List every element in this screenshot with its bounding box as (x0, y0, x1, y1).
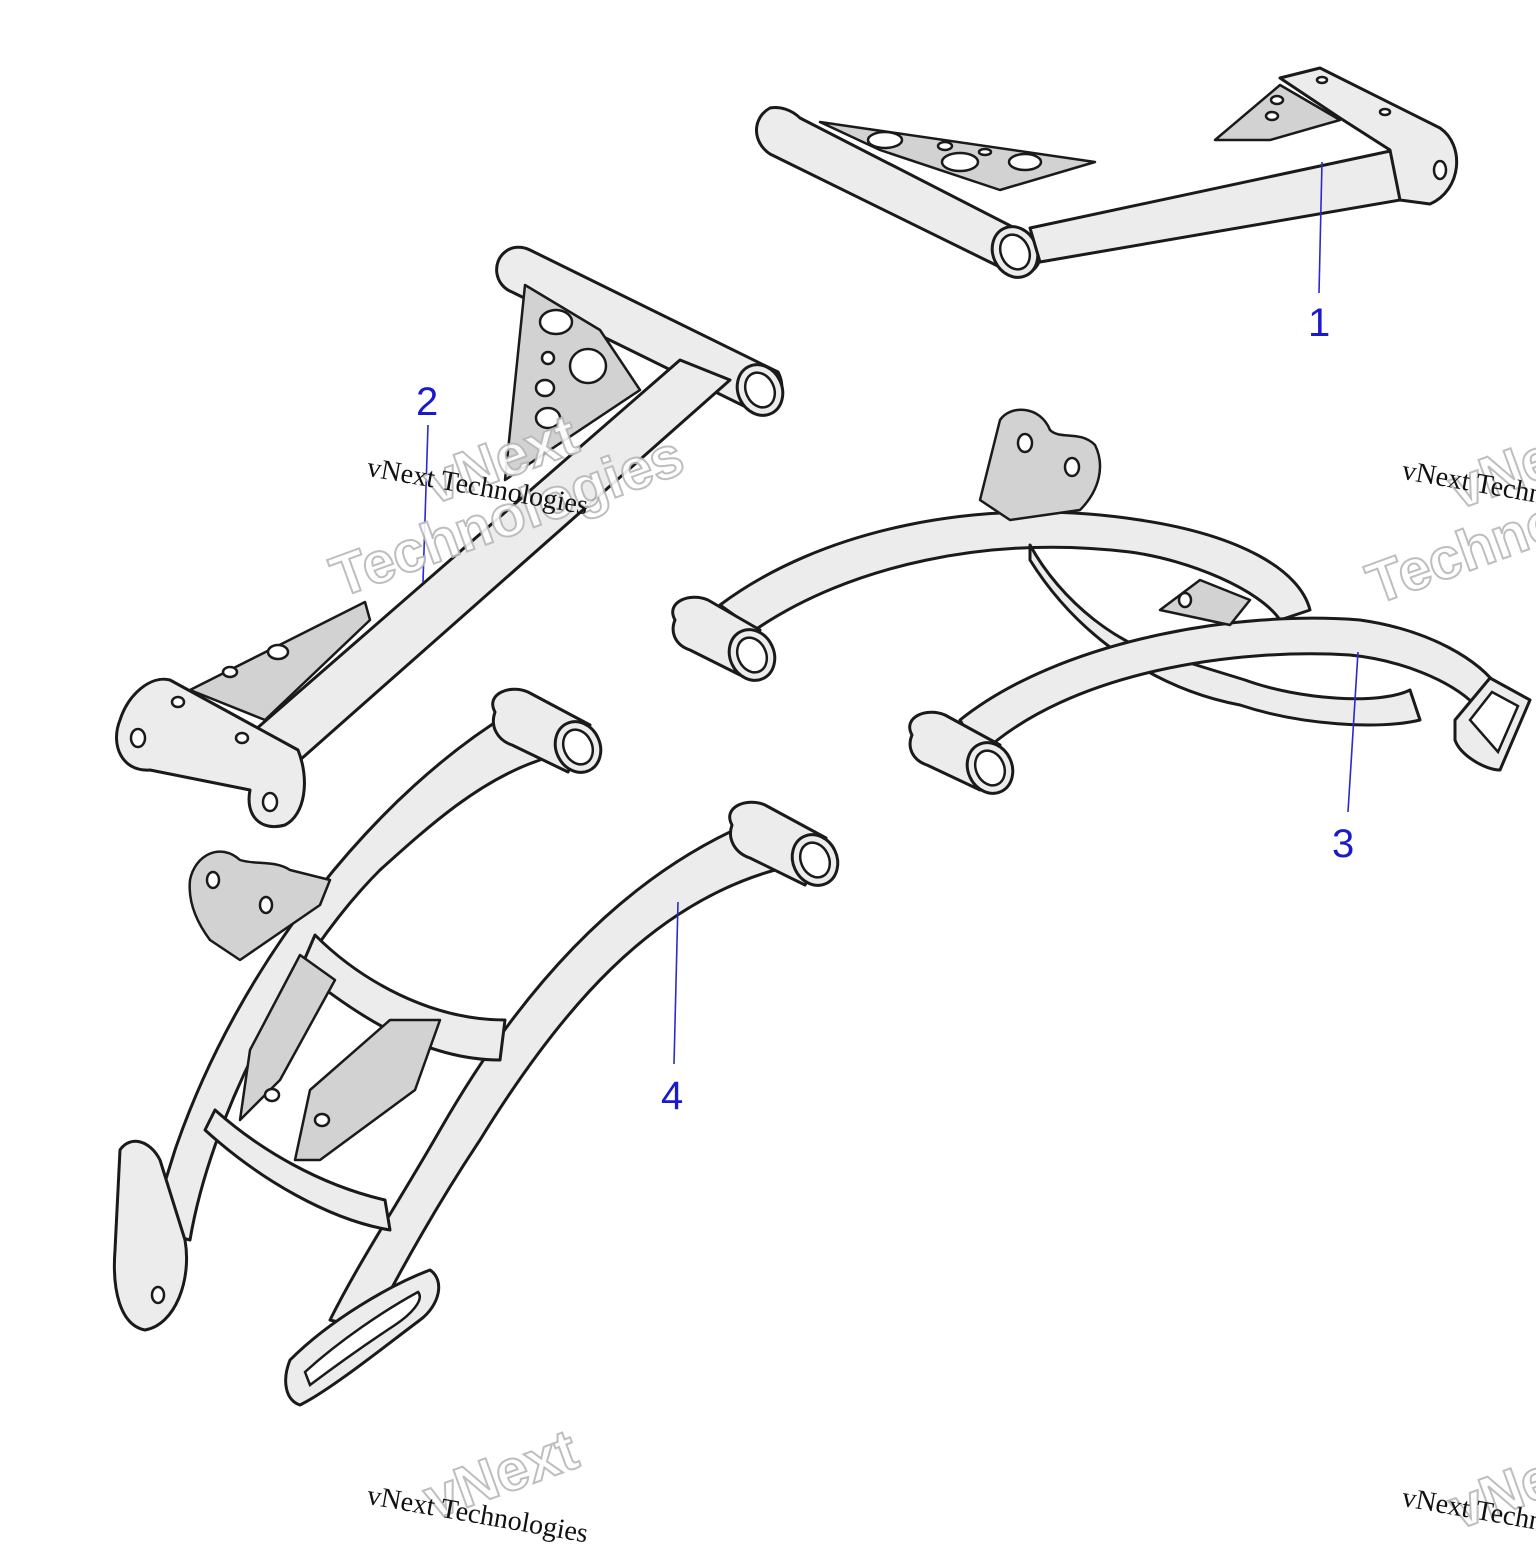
part-2-a-arm (115, 245, 785, 828)
callout-4: 4 (661, 1074, 684, 1118)
leader-line-3 (1347, 651, 1359, 813)
callout-3: 3 (1332, 822, 1355, 866)
leader-line-1 (1318, 161, 1323, 294)
leader-line-2 (422, 424, 429, 583)
callout-1: 1 (1308, 301, 1331, 345)
callout-2: 2 (416, 380, 439, 424)
part-1-upper-arm (755, 66, 1459, 279)
leader-line-4 (673, 901, 679, 1065)
part-4-lower-arm (112, 687, 840, 1407)
part-3-curved-arm (671, 408, 1532, 795)
